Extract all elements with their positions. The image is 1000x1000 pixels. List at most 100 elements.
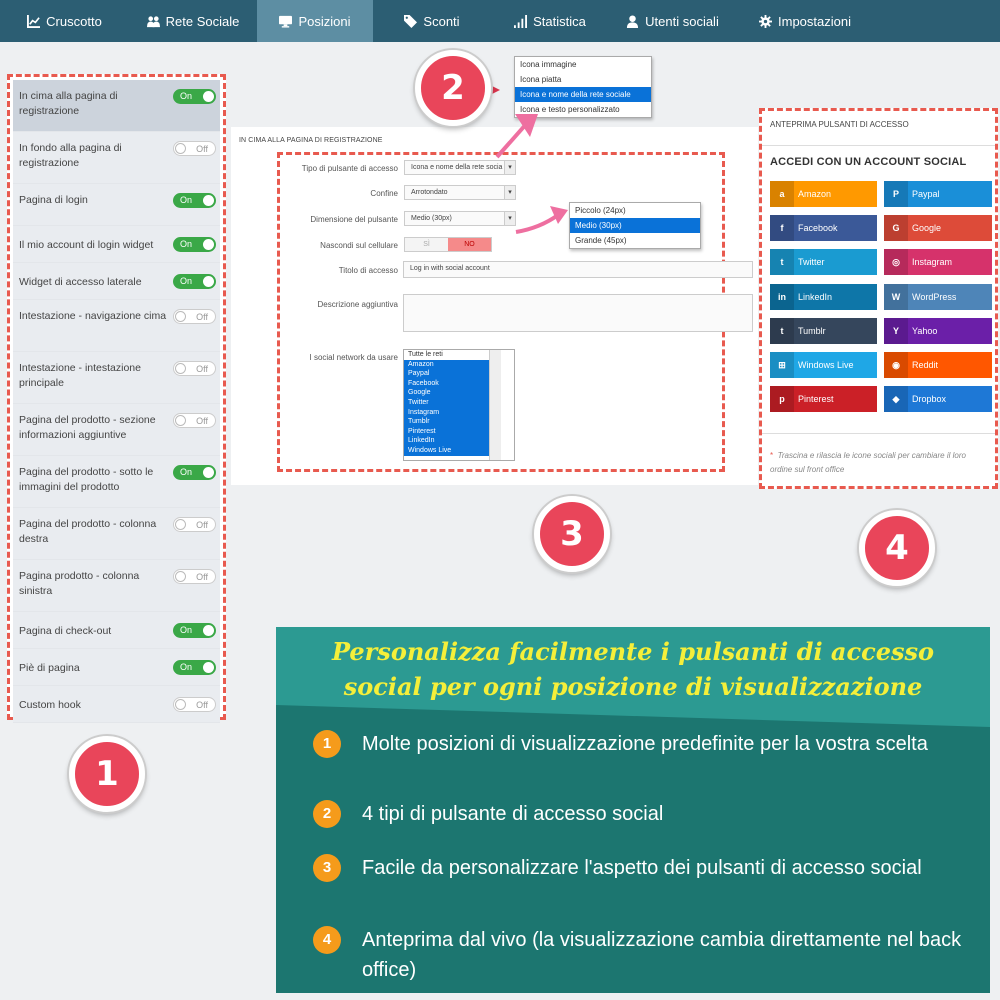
- hide-mobile-switch[interactable]: SÌ NO: [404, 237, 492, 252]
- position-toggle[interactable]: Off: [173, 309, 216, 324]
- toggle-knob: [175, 143, 186, 154]
- feature-number-badge: 3: [313, 854, 341, 882]
- position-toggle[interactable]: On: [173, 660, 216, 675]
- tab-impostazioni[interactable]: Impostazioni: [736, 0, 874, 42]
- network-option[interactable]: LinkedIn: [404, 436, 501, 446]
- network-option[interactable]: Pinterest: [404, 426, 501, 437]
- position-toggle[interactable]: On: [173, 465, 216, 480]
- position-toggle[interactable]: On: [173, 623, 216, 638]
- toggle-knob: [203, 467, 214, 478]
- tab-rete-sociale[interactable]: Rete Sociale: [129, 0, 257, 42]
- toggle-knob: [203, 239, 214, 250]
- network-option[interactable]: Facebook: [404, 378, 501, 389]
- network-option[interactable]: Twitter: [404, 397, 501, 408]
- network-option[interactable]: Google: [404, 388, 501, 398]
- position-label: Widget di accesso laterale: [19, 276, 142, 288]
- preview-title: ANTEPRIMA PULSANTI DI ACCESSO: [770, 120, 909, 129]
- required-star: *: [770, 451, 774, 460]
- social-button-label: WordPress: [912, 291, 957, 302]
- tab-statistica[interactable]: Statistica: [491, 0, 609, 42]
- toggle-knob: [175, 311, 186, 322]
- position-toggle[interactable]: Off: [173, 697, 216, 712]
- signal-icon: [514, 14, 528, 28]
- network-option[interactable]: Paypal: [404, 369, 501, 379]
- description-label: Descrizione aggiuntiva: [317, 300, 399, 309]
- network-option[interactable]: Tumblr: [404, 417, 501, 427]
- network-option[interactable]: Amazon: [404, 359, 501, 370]
- position-toggle[interactable]: Off: [173, 141, 216, 156]
- user-icon: [627, 14, 639, 28]
- button-type-select[interactable]: Icona e nome della rete socia▾: [404, 160, 516, 175]
- social-button-windows-live[interactable]: ⊞Windows Live: [770, 352, 877, 378]
- position-toggle[interactable]: Off: [173, 413, 216, 428]
- scrollbar[interactable]: [489, 350, 501, 460]
- title-input[interactable]: Log in with social account: [403, 261, 753, 278]
- social-button-reddit[interactable]: ◉Reddit: [884, 352, 992, 378]
- position-toggle[interactable]: On: [173, 237, 216, 252]
- position-toggle[interactable]: On: [173, 274, 216, 289]
- paypal-icon: P: [884, 181, 908, 207]
- toggle-state: Off: [196, 572, 208, 582]
- dropdown-option[interactable]: Icona immagine: [520, 60, 577, 69]
- description-textarea[interactable]: [403, 294, 753, 332]
- hide-mobile-no[interactable]: NO: [448, 238, 491, 251]
- network-option[interactable]: Tutte le reti: [408, 351, 443, 358]
- social-button-instagram[interactable]: ◎Instagram: [884, 249, 992, 276]
- dropdown-option[interactable]: Grande (45px): [575, 236, 627, 245]
- tab-cruscotto[interactable]: Cruscotto: [0, 0, 129, 42]
- toggle-knob: [203, 662, 214, 673]
- tab-sconti[interactable]: Sconti: [373, 0, 491, 42]
- toggle-knob: [203, 625, 214, 636]
- arrow-head: [550, 206, 568, 224]
- social-button-label: LinkedIn: [798, 291, 833, 302]
- toggle-state: Off: [196, 144, 208, 154]
- divider: [762, 145, 995, 146]
- dropdown-option[interactable]: Icona e nome della rete sociale: [515, 87, 651, 102]
- position-toggle[interactable]: On: [173, 193, 216, 208]
- hide-mobile-yes[interactable]: SÌ: [405, 238, 448, 251]
- users-icon: [146, 15, 160, 27]
- position-toggle[interactable]: On: [173, 89, 216, 104]
- dropdown-option[interactable]: Piccolo (24px): [575, 206, 626, 215]
- toggle-knob: [175, 699, 186, 710]
- position-label: Intestazione - navigazione cima: [19, 310, 167, 322]
- position-toggle[interactable]: Off: [173, 361, 216, 376]
- tab-label: Sconti: [423, 13, 460, 29]
- position-toggle[interactable]: Off: [173, 569, 216, 584]
- size-select[interactable]: Medio (30px)▾: [404, 211, 516, 226]
- dropdown-option[interactable]: Icona e testo personalizzato: [520, 105, 620, 114]
- position-toggle[interactable]: Off: [173, 517, 216, 532]
- social-button-label: Amazon: [798, 189, 832, 199]
- toggle-state: On: [180, 467, 193, 477]
- network-option[interactable]: Instagram: [404, 407, 501, 418]
- tab-utenti-sociali[interactable]: Utenti sociali: [609, 0, 736, 42]
- feature-number-badge: 4: [313, 926, 341, 954]
- position-label: Custom hook: [19, 699, 81, 711]
- position-row: Pagina del prodotto - sezione informazio…: [13, 404, 220, 456]
- chevron-down-icon: ▾: [504, 186, 515, 199]
- dropdown-option[interactable]: Medio (30px): [570, 218, 700, 233]
- arrow-to-size-dropdown: [515, 213, 560, 234]
- toggle-state: On: [180, 662, 193, 672]
- feature-number-badge: 1: [313, 730, 341, 758]
- network-option[interactable]: Windows Live: [404, 445, 501, 456]
- social-button-dropbox[interactable]: ◆Dropbox: [884, 386, 992, 413]
- dropdown-option[interactable]: Icona piatta: [520, 75, 562, 84]
- arrow-to-type-dropdown: [495, 120, 530, 159]
- tab-posizioni[interactable]: Posizioni: [257, 0, 373, 42]
- border-select[interactable]: Arrotondato▾: [404, 185, 516, 200]
